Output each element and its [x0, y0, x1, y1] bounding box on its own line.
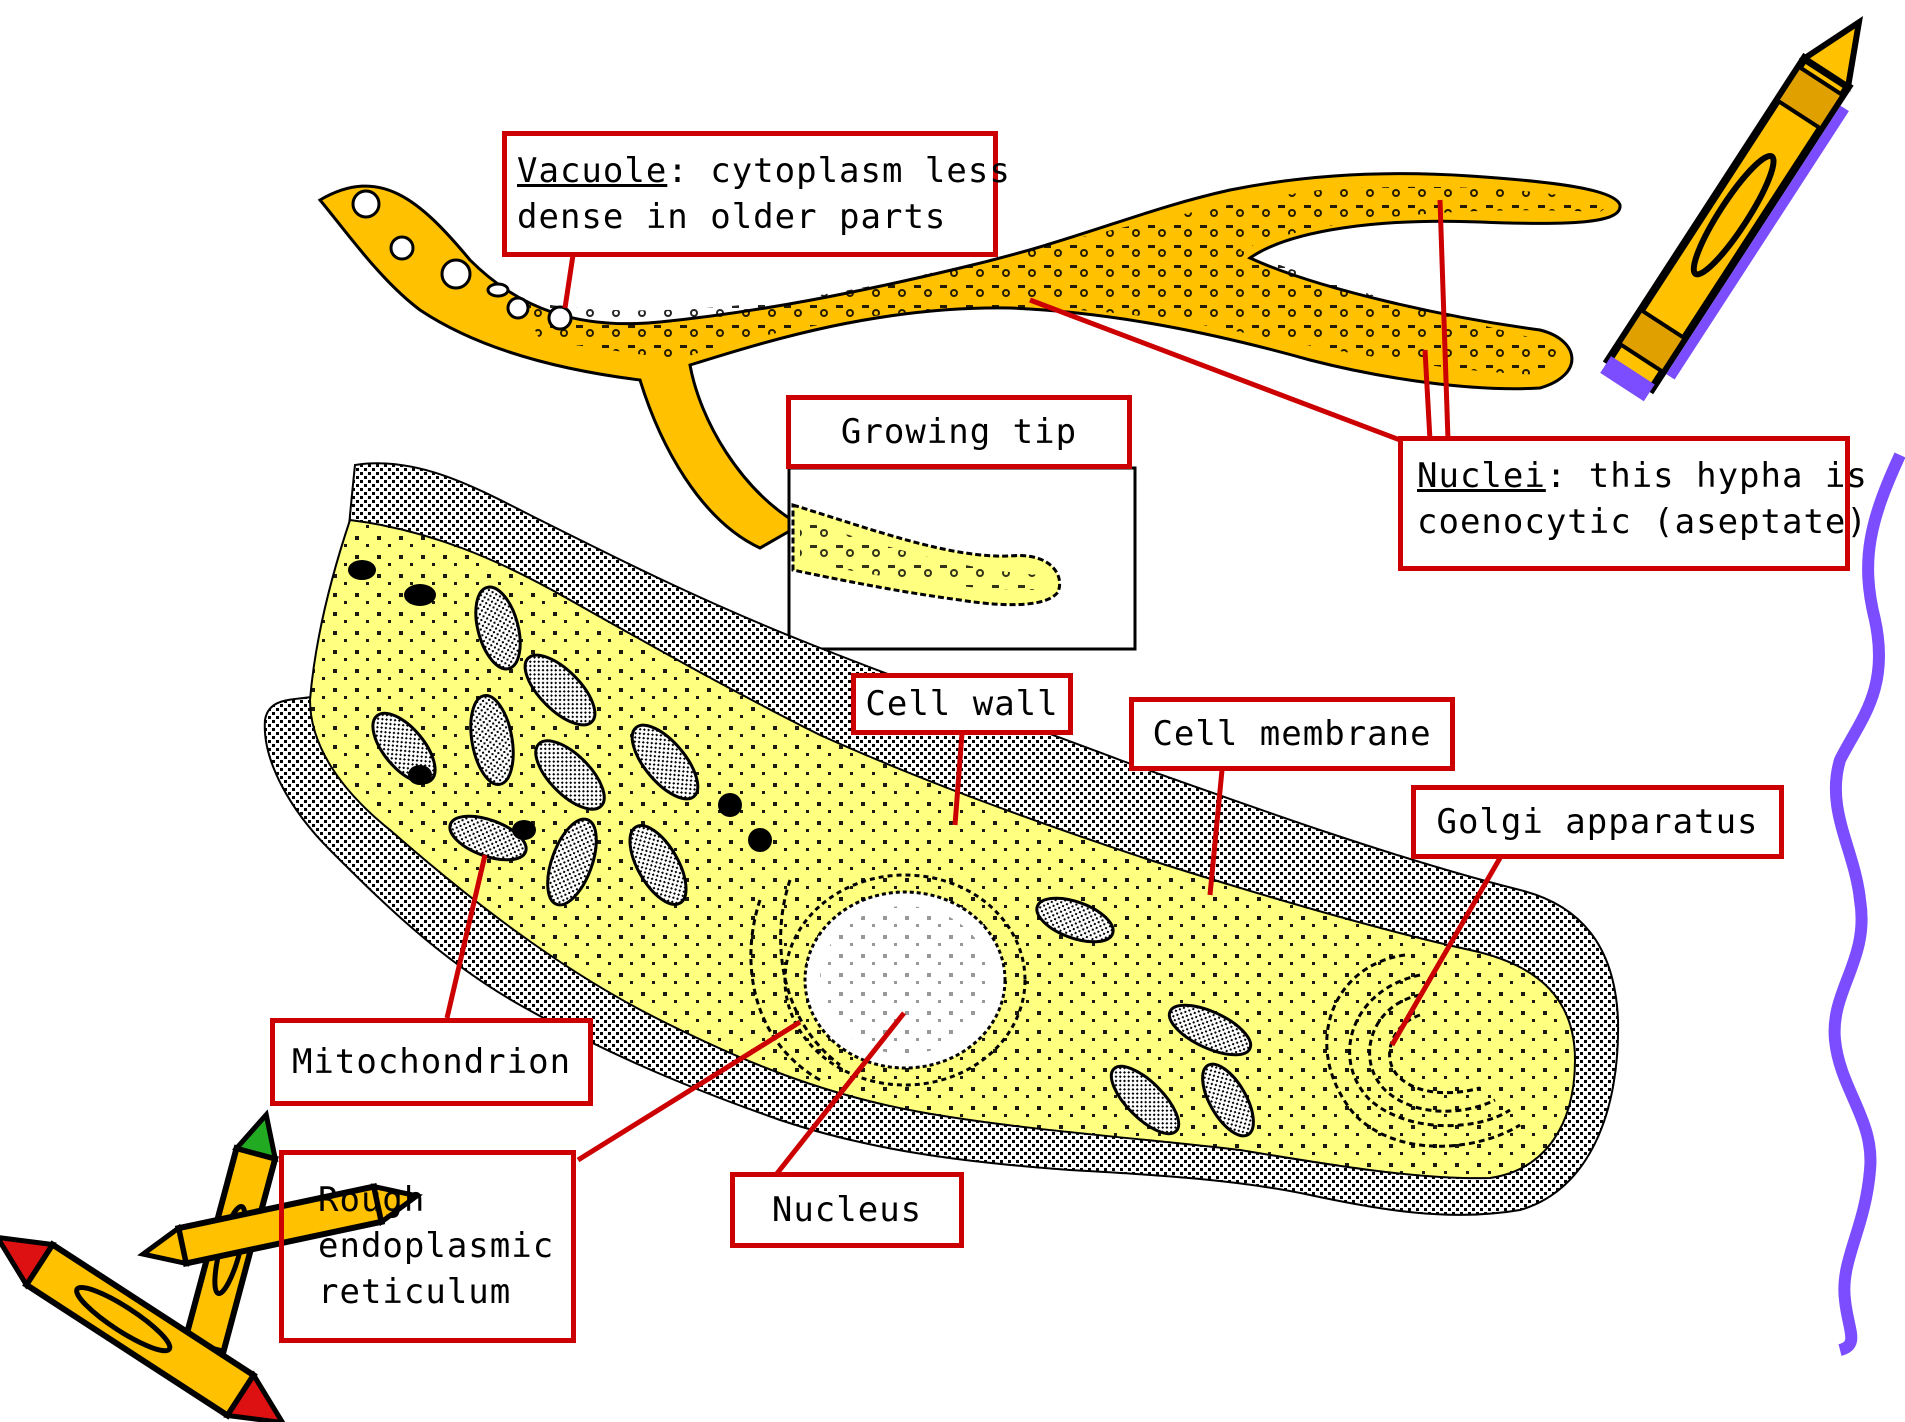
label-growing-tip: Growing tip [786, 395, 1132, 469]
label-growing-tip-text: Growing tip [791, 409, 1127, 455]
crayon-icon [1600, 8, 1892, 409]
label-nuclei-term: Nuclei [1417, 456, 1546, 496]
leader-vacuole [565, 255, 573, 308]
label-nuclei-line2: coenocytic (aseptate) [1417, 499, 1845, 545]
label-cell-wall: Cell wall [851, 673, 1073, 735]
label-nuclei: Nuclei: this hypha is coenocytic (asepta… [1398, 436, 1850, 571]
growing-tip-inset [789, 468, 1135, 649]
label-cell-membrane-text: Cell membrane [1134, 711, 1450, 757]
label-rer: Rough endoplasmic reticulum [279, 1150, 576, 1343]
label-mitochondrion: Mitochondrion [270, 1018, 593, 1106]
label-nuclei-rest: : this hypha is [1546, 456, 1868, 496]
squiggle-line [1835, 455, 1900, 1350]
label-cell-membrane: Cell membrane [1129, 697, 1455, 771]
label-nucleus-text: Nucleus [735, 1187, 959, 1233]
label-rer-line1: Rough [318, 1177, 571, 1223]
label-vacuole-term: Vacuole [517, 151, 667, 191]
label-cell-wall-text: Cell wall [856, 681, 1068, 727]
label-golgi-text: Golgi apparatus [1416, 799, 1779, 845]
label-vacuole-line2: dense in older parts [517, 194, 993, 240]
label-golgi: Golgi apparatus [1411, 785, 1784, 859]
label-vacuole: Vacuole: cytoplasm less dense in older p… [502, 131, 998, 257]
label-vacuole-rest: : cytoplasm less [667, 151, 1011, 191]
label-rer-line3: reticulum [318, 1269, 571, 1315]
label-rer-line2: endoplasmic [318, 1223, 571, 1269]
label-nucleus: Nucleus [730, 1172, 964, 1248]
label-mitochondrion-text: Mitochondrion [275, 1039, 588, 1085]
